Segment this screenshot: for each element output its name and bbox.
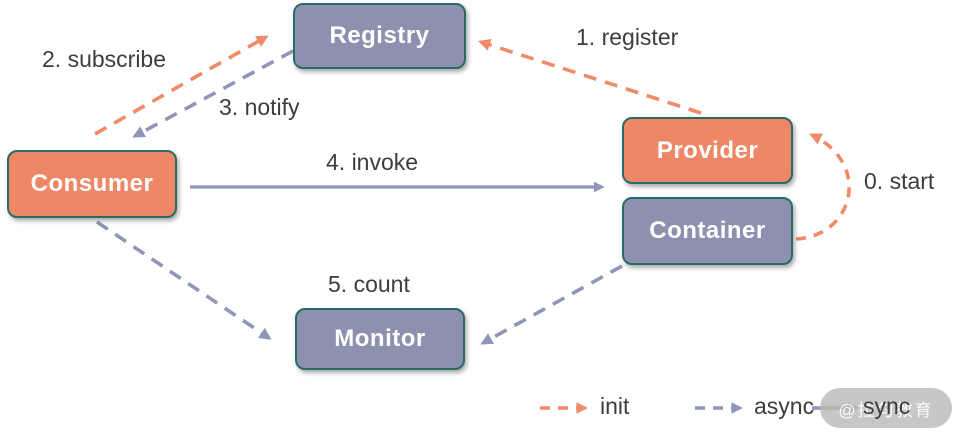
arrow-start bbox=[795, 133, 851, 241]
arrow-notify bbox=[132, 49, 294, 138]
arrow-count-consumer bbox=[95, 220, 272, 340]
node-registry: Registry bbox=[293, 3, 466, 69]
arrow-subscribe bbox=[94, 35, 269, 136]
legend-async-label: async bbox=[754, 393, 815, 419]
edge-label-subscribe: 2. subscribe bbox=[42, 46, 167, 72]
watermark-badge: @拉勾教育 bbox=[820, 388, 952, 428]
node-container-label: Container bbox=[649, 217, 766, 244]
node-registry-label: Registry bbox=[329, 22, 430, 49]
node-consumer-label: Consumer bbox=[30, 170, 154, 197]
arrow-count-container bbox=[480, 264, 623, 345]
node-provider: Provider bbox=[622, 117, 793, 184]
node-provider-label: Provider bbox=[656, 136, 759, 164]
edge-label-notify: 3. notify bbox=[219, 94, 300, 120]
node-container: Container bbox=[622, 197, 793, 265]
node-monitor-label: Monitor bbox=[334, 325, 426, 352]
node-monitor: Monitor bbox=[295, 308, 465, 370]
edge-label-register: 1. register bbox=[576, 24, 679, 50]
edge-label-start: 0. start bbox=[864, 168, 935, 194]
edge-label-invoke: 4. invoke bbox=[326, 149, 419, 175]
arrow-register bbox=[478, 38, 702, 115]
node-consumer: Consumer bbox=[7, 150, 177, 218]
watermark-text: @拉勾教育 bbox=[838, 400, 934, 420]
edge-label-count: 5. count bbox=[328, 271, 410, 297]
legend-init-label: init bbox=[600, 393, 630, 419]
legend-sync-label: sync bbox=[863, 393, 911, 419]
